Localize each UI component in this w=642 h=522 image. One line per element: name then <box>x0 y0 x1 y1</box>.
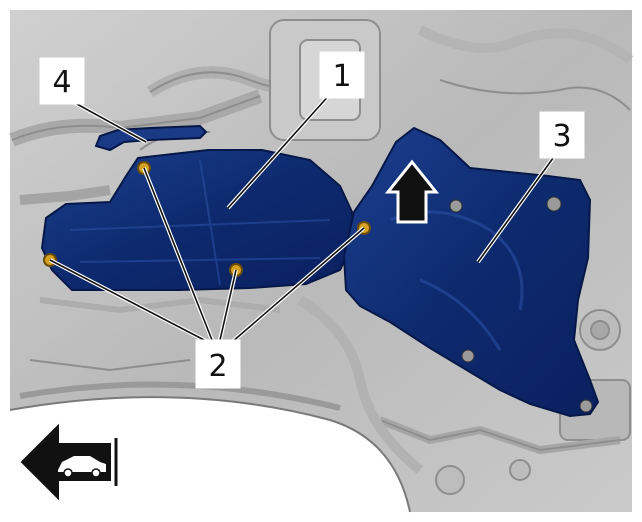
forward-car-arrow-icon <box>20 423 118 501</box>
cover-fastener <box>579 399 593 413</box>
cover-fastener <box>546 196 562 212</box>
leader-line-2b <box>143 167 213 341</box>
wheel-arch-lip <box>19 381 341 411</box>
wheel-arch-edge <box>9 396 411 513</box>
callout-label-2: 2 <box>208 349 227 384</box>
cover-fastener <box>461 349 475 363</box>
callout-label-4: 4 <box>52 65 71 100</box>
leader-line-2c <box>219 269 237 341</box>
leader-line-2a <box>49 259 209 343</box>
leader-line-1 <box>227 91 333 209</box>
callout-3: 3 <box>539 111 585 159</box>
heat-shield-ribs <box>69 159 331 286</box>
leader-line-4 <box>65 97 147 143</box>
leader-line-3 <box>477 153 557 263</box>
callout-4: 4 <box>39 57 85 105</box>
callout-label-3: 3 <box>552 119 571 154</box>
callout-2: 2 <box>195 339 241 389</box>
cover-fastener <box>449 199 463 213</box>
callout-1: 1 <box>319 51 365 99</box>
wheel-arch-cutout <box>10 397 410 512</box>
leader-lines <box>49 91 557 343</box>
up-arrow-icon <box>384 159 440 224</box>
callout-label-1: 1 <box>332 59 351 94</box>
car-silhouette-icon <box>58 456 106 478</box>
pipe-bracket <box>94 124 208 152</box>
leader-line-2d <box>231 227 365 343</box>
